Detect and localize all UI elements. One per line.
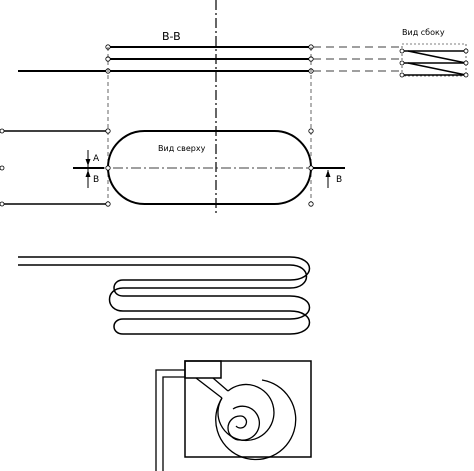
- marker-a-label: A: [93, 154, 100, 164]
- top-view: [0, 128, 330, 207]
- spiral-element-view: [155, 360, 312, 471]
- top-view-label: Вид сверху: [158, 144, 206, 153]
- side-view: [399, 43, 469, 78]
- projection-lines-vertical: [107, 47, 312, 205]
- section-marker-left: [73, 150, 104, 188]
- folded-coil: [18, 256, 311, 335]
- projection-lines-horizontal: [313, 46, 402, 72]
- section-title: B-B: [162, 30, 181, 43]
- section-bb-view: [18, 44, 314, 74]
- marker-b-right-label: B: [336, 175, 342, 185]
- marker-b-left-label: B: [93, 175, 99, 185]
- section-marker-right: [313, 167, 345, 188]
- side-view-label: Вид сбоку: [402, 28, 445, 37]
